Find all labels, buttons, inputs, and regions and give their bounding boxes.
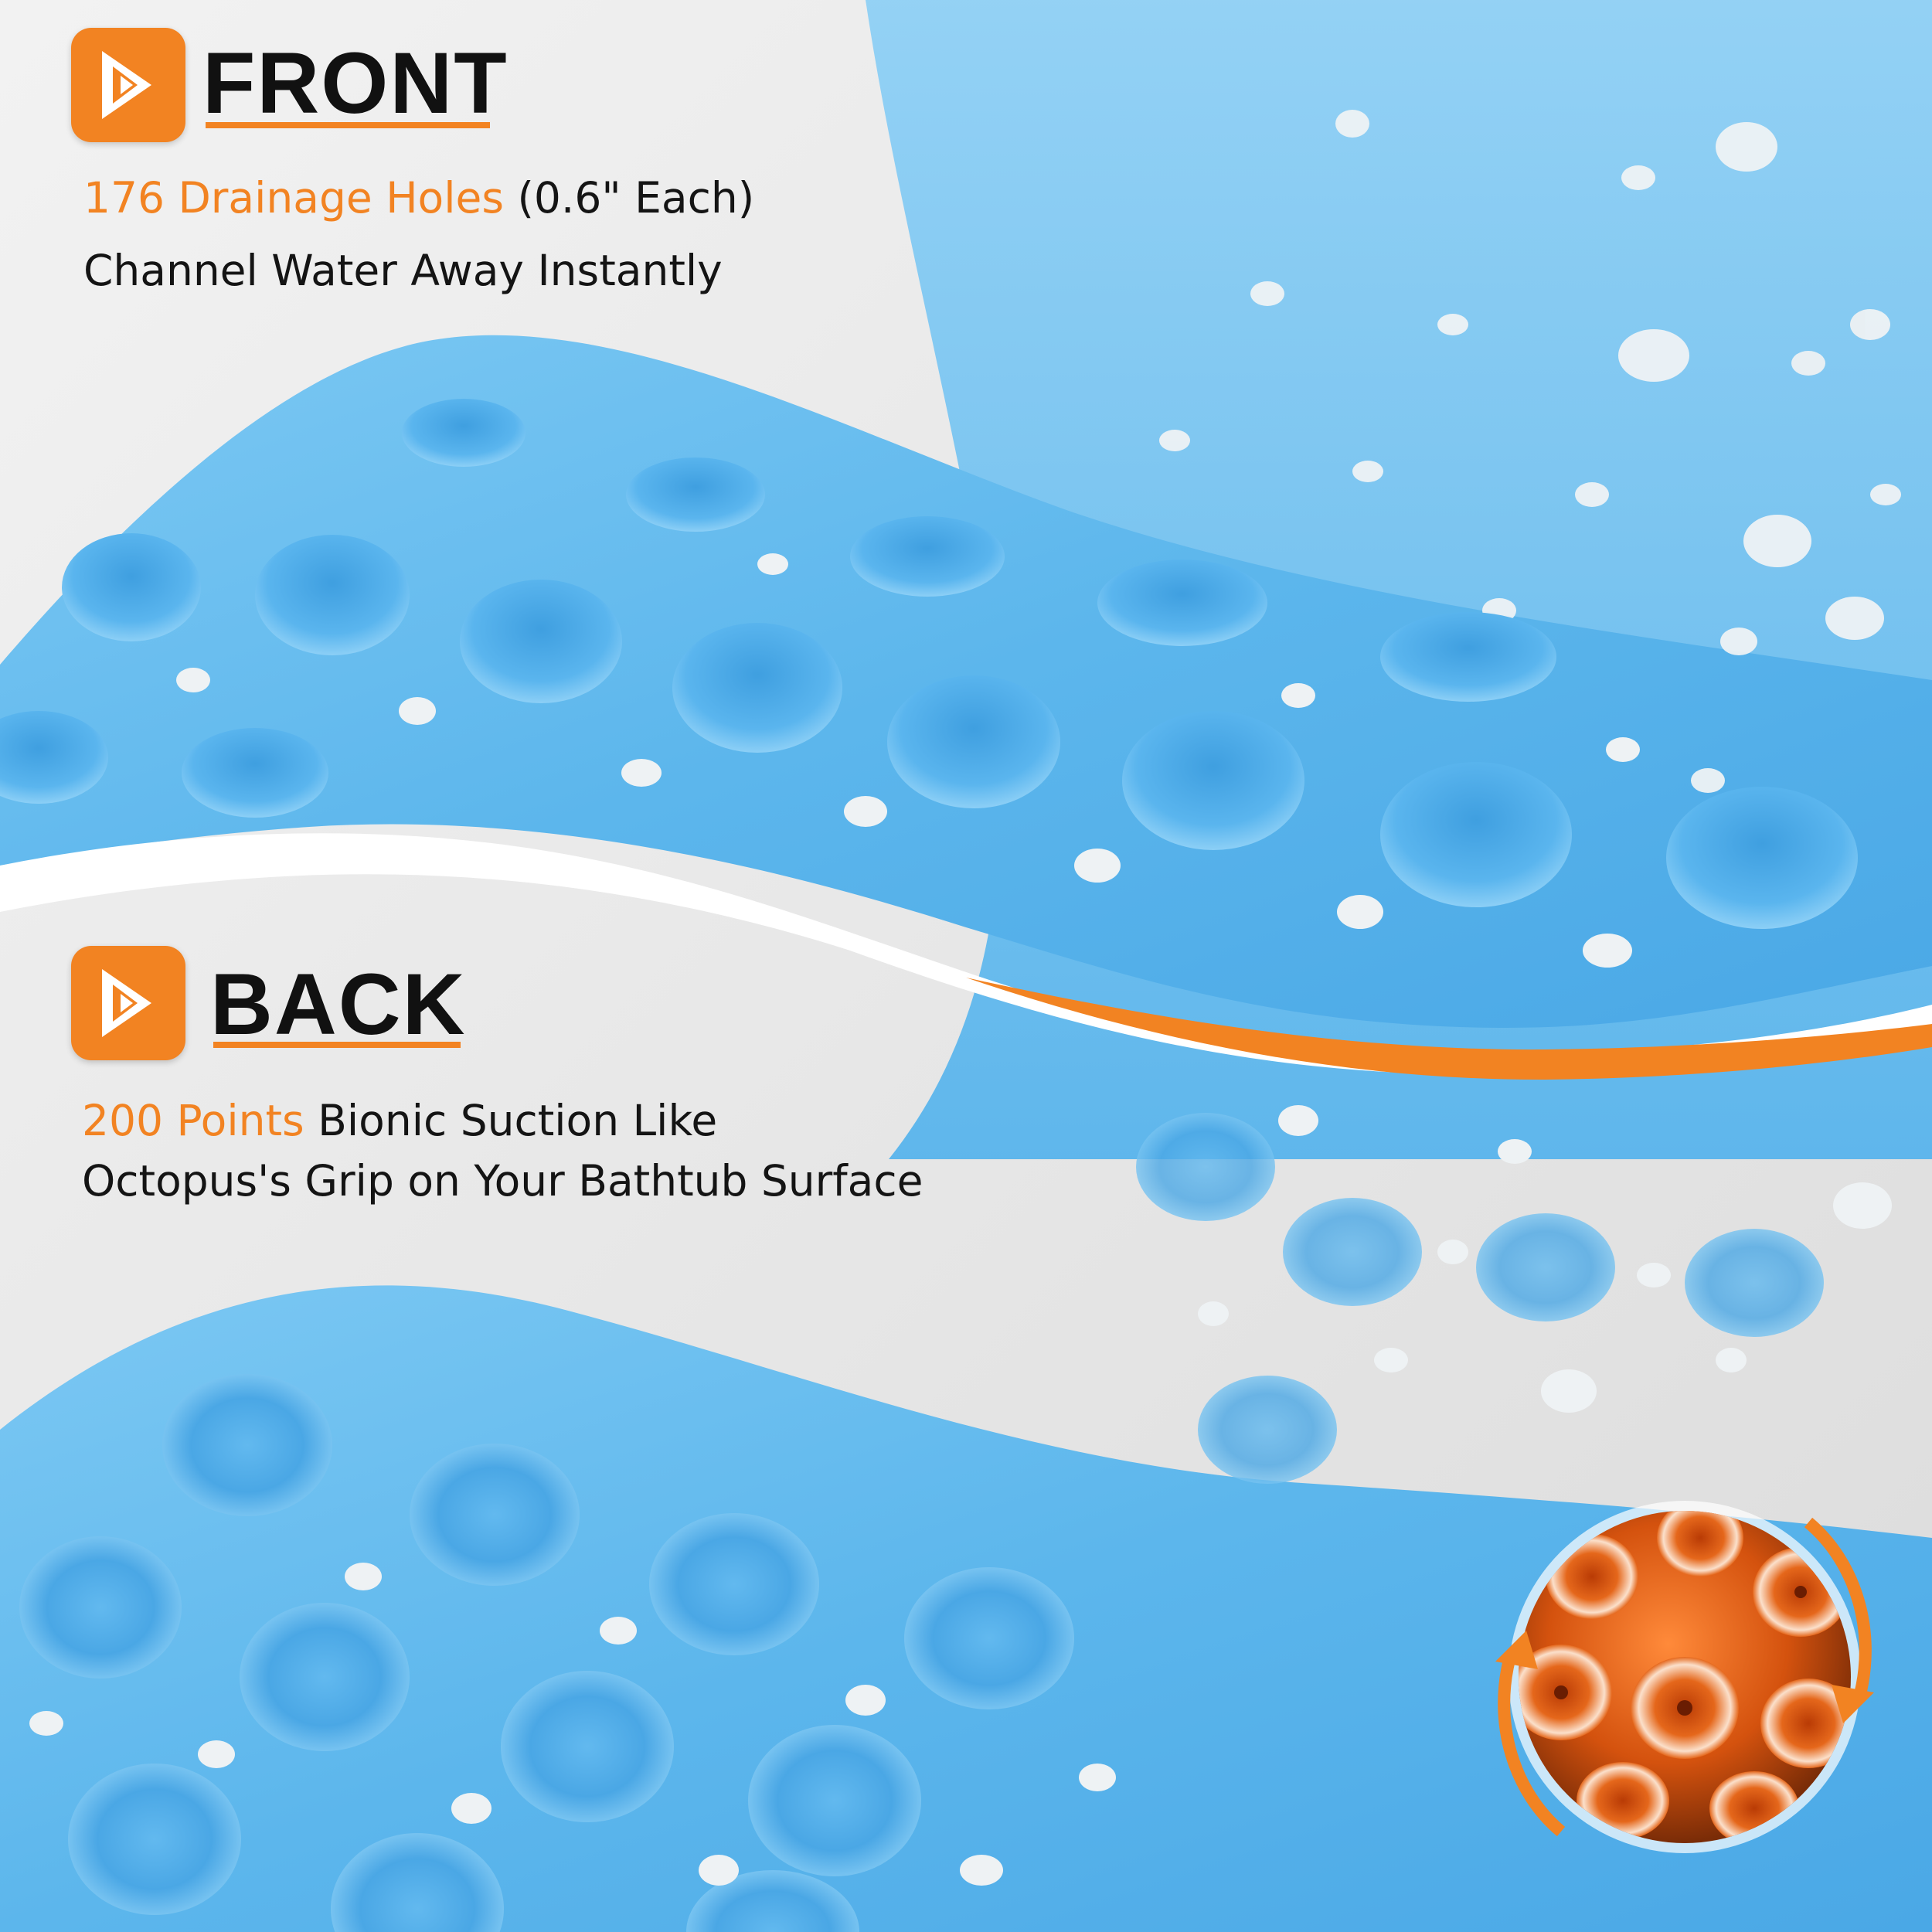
back-play-icon <box>71 946 185 1060</box>
front-highlight: 176 Drainage Holes <box>83 173 504 223</box>
back-feature-line-2: Octopus's Grip on Your Bathtub Surface <box>82 1156 923 1206</box>
drainage-holes <box>1159 110 1901 793</box>
front-bubbles <box>0 399 1858 929</box>
front-feature-line-2: Channel Water Away Instantly <box>83 246 723 295</box>
front-feature-line-1: 176 Drainage Holes (0.6" Each) <box>83 175 754 221</box>
back-underline <box>213 1042 461 1048</box>
front-underline <box>206 122 490 128</box>
front-play-icon <box>71 28 185 142</box>
back-line1-rest: Bionic Suction Like <box>304 1096 718 1145</box>
front-line1-rest: (0.6" Each) <box>503 173 755 223</box>
back-highlight: 200 Points <box>82 1096 304 1145</box>
back-heading: BACK <box>210 956 467 1053</box>
front-heading: FRONT <box>202 35 509 131</box>
back-feature-line-1: 200 Points Bionic Suction Like <box>82 1097 717 1144</box>
back-suction-cups <box>19 1113 1824 1932</box>
